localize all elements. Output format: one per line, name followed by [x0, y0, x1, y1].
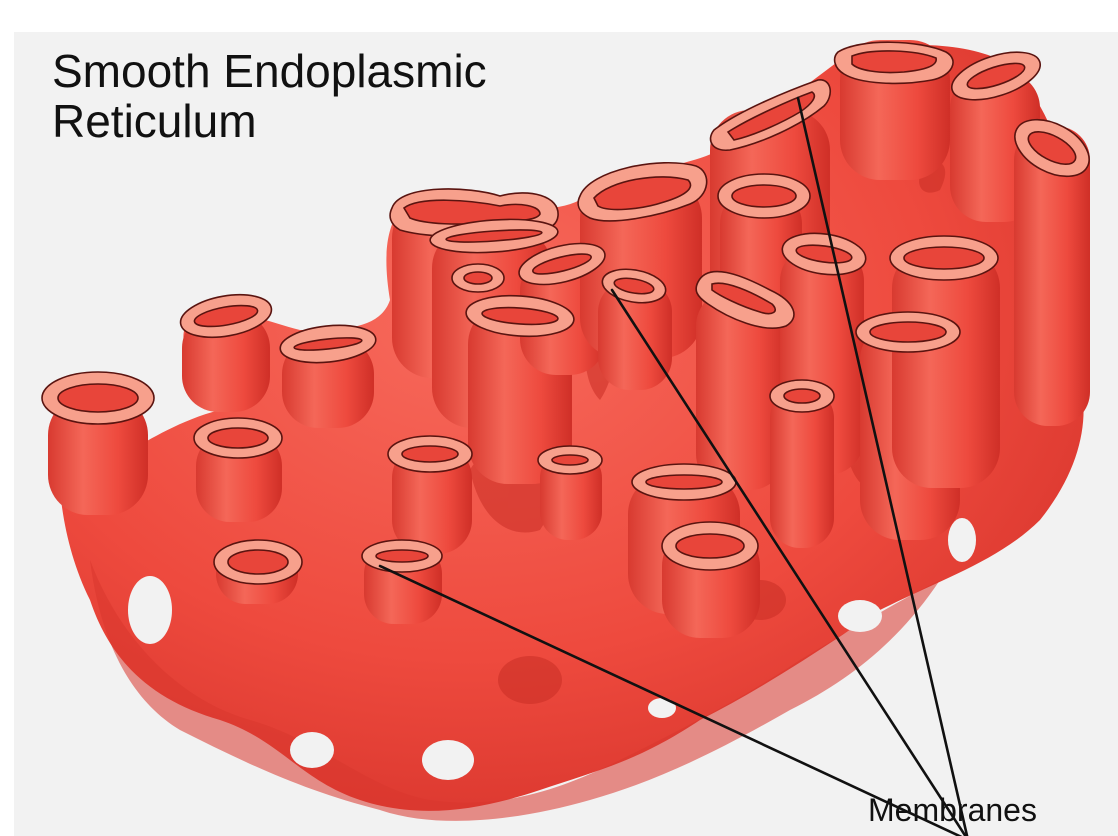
tubule-lumen [464, 272, 492, 284]
tubule-lumen [228, 550, 288, 574]
network-hole [948, 518, 976, 562]
tubule-lumen [870, 322, 946, 342]
network-hole [422, 740, 474, 780]
network-hole [128, 576, 172, 644]
tubule-lumen [552, 455, 588, 465]
tubule-lumen [208, 428, 268, 448]
tubule-lumen [402, 446, 458, 462]
membranes-label: Membranes [868, 792, 1037, 828]
tubule-lumen [904, 247, 984, 269]
tubule-lumen [852, 51, 936, 73]
tubule-lumen [732, 185, 796, 207]
tubule-lumen [58, 384, 138, 412]
tubule-lumen [376, 550, 428, 562]
tubule-lumen [784, 389, 820, 403]
tubule-lumen [676, 534, 744, 558]
title-line-2: Reticulum [52, 95, 257, 147]
valley-shadow [498, 656, 562, 704]
tubule-lumen [646, 475, 722, 489]
title-line-1: Smooth Endoplasmic [52, 45, 487, 97]
network-hole [290, 732, 334, 768]
diagram-title: Smooth Endoplasmic Reticulum [52, 46, 487, 146]
network-hole [838, 600, 882, 632]
tubule-stem [892, 248, 1000, 488]
